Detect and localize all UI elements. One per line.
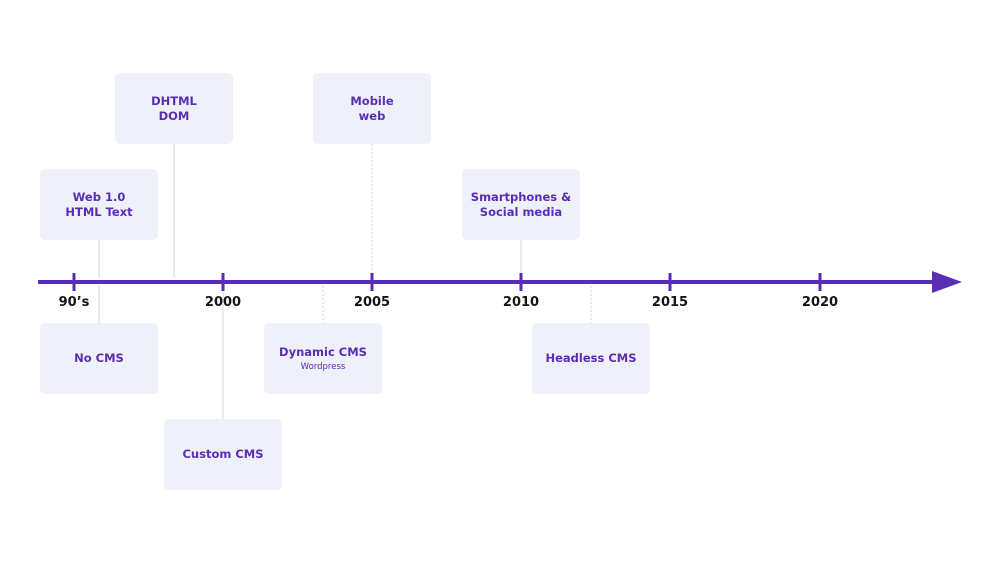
event-sublabel: Wordpress <box>300 361 346 372</box>
timeline-arrow-icon <box>932 271 962 293</box>
event-label: Headless CMS <box>545 351 637 365</box>
event-label: DHTML DOM <box>151 93 197 123</box>
event-card: Dynamic CMS Wordpress <box>264 323 382 394</box>
event-card: Headless CMS <box>532 323 650 394</box>
event-card: Smartphones & Social media <box>462 169 580 240</box>
year-label: 90’s <box>58 295 90 310</box>
event-label: Smartphones & Social media <box>470 189 572 219</box>
event-card: No CMS <box>40 323 158 394</box>
event-label: Dynamic CMS <box>279 344 367 359</box>
event-label: No CMS <box>74 351 124 365</box>
event-label: Web 1.0 HTML Text <box>65 189 133 219</box>
event-card: Web 1.0 HTML Text <box>40 169 158 240</box>
event-card: Mobile web <box>313 73 431 144</box>
year-label: 2000 <box>204 295 242 310</box>
event-label: Custom CMS <box>182 447 264 461</box>
year-label: 2020 <box>801 295 839 310</box>
year-label: 2010 <box>502 295 540 310</box>
event-card: DHTML DOM <box>115 73 233 144</box>
event-card: Custom CMS <box>164 419 282 490</box>
year-label: 2015 <box>651 295 689 310</box>
year-label: 2005 <box>353 295 391 310</box>
event-label: Mobile web <box>350 93 394 123</box>
